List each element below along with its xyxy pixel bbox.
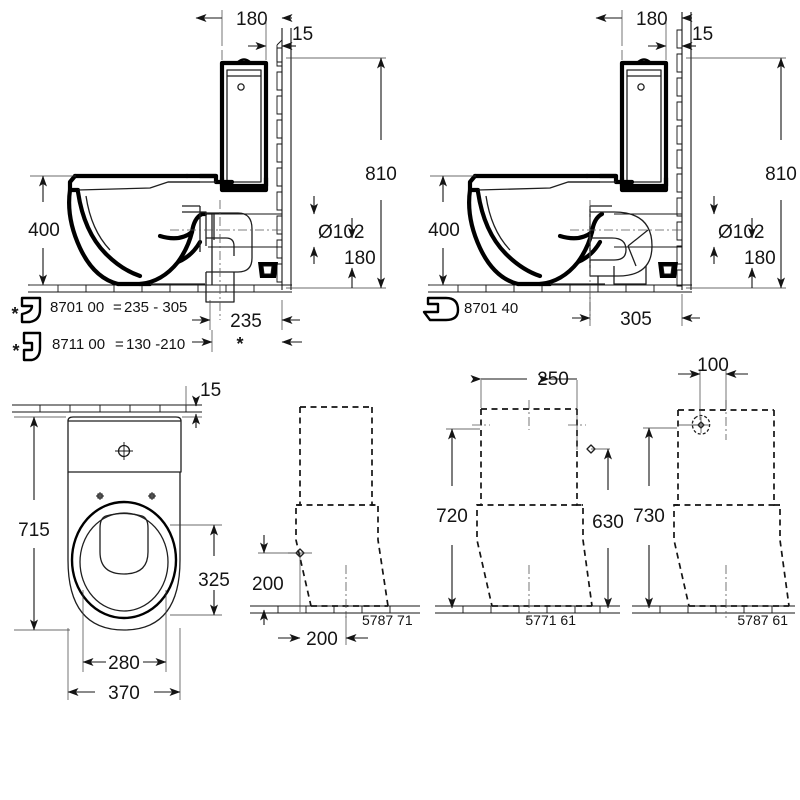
dim-bowl-opening-plan: 325: [170, 524, 230, 616]
dim-wall-gap-plan: 15: [182, 380, 221, 428]
dim-label-810-left: 810: [365, 164, 397, 185]
dim-outlet-height-right: 180: [744, 218, 776, 288]
note-code-1: 8701 00: [50, 299, 104, 316]
dim-label-250-ped2: 250: [537, 369, 569, 390]
dim-total-height-right: 810: [686, 57, 797, 289]
dim-label-400-right: 400: [428, 220, 460, 241]
note-8711-00: * 8711 00 = 130 -210: [12, 331, 185, 362]
note-range-1: 235 - 305: [124, 299, 187, 316]
cistern-fixing-hole: [115, 442, 133, 460]
note-star-1: *: [11, 304, 18, 324]
dim-connection-height-ped1: 200: [252, 535, 296, 625]
dim-total-height-left: 810: [286, 57, 397, 289]
dim-outlet-height-left: 180: [344, 218, 376, 288]
dim-label-280-plan: 280: [108, 653, 140, 674]
elbow-icon-floor: [422, 296, 460, 322]
wall-strip-plan: [12, 404, 202, 413]
cistern-plan: [67, 420, 182, 473]
note-equals-1: =: [113, 299, 122, 316]
note-code-2: 8711 00: [52, 336, 105, 353]
dim-label-325-plan: 325: [198, 570, 230, 591]
dim-width-ped3: 100: [678, 355, 748, 420]
dim-label-720-ped2: 720: [436, 506, 468, 527]
outlet-pipe-left: [170, 200, 282, 320]
dim-label-100-ped3: 100: [697, 355, 729, 376]
dim-label-15-left: 15: [292, 24, 313, 45]
dim-label-180-top-left: 180: [236, 9, 268, 30]
dim-label-715-plan: 715: [18, 520, 50, 541]
seat-fixing-hole-left: [96, 492, 104, 500]
dim-label-235-left: 235: [230, 311, 262, 332]
part-number-ped1: 5787 71: [362, 612, 413, 628]
dim-label-730-ped3: 730: [633, 506, 665, 527]
floor-symbol-left: [28, 284, 292, 293]
pan-plan: [67, 472, 181, 631]
dim-label-400-left: 400: [28, 220, 60, 241]
dim-label-200-h-ped1: 200: [306, 629, 338, 650]
view-elevation-left: 180 15 810 400 Ø102: [11, 9, 397, 362]
dim-label-370-plan: 370: [108, 683, 140, 704]
cistern-right: [619, 58, 669, 193]
dim-overall-width-plan: 370: [67, 628, 181, 704]
note-8701-40: 8701 40: [422, 296, 518, 322]
dim-bowl-width-plan: 280: [82, 590, 167, 674]
dim-label-180-lower-right: 180: [744, 248, 776, 269]
dim-label-dia102-left: Ø102: [318, 222, 364, 243]
view-pedestal-3: 100 730 5787 61: [632, 355, 795, 628]
dim-tank-depth-left: 180: [195, 9, 293, 60]
seat-fixing-hole-right: [148, 492, 156, 500]
dim-label-200-v-ped1: 200: [252, 574, 284, 595]
outlet-pipe-right: [570, 200, 682, 320]
dim-label-180-lower-left: 180: [344, 248, 376, 269]
pan-left: [67, 173, 235, 287]
pedestal-outline-3: [673, 410, 690, 607]
note-8701-00: * 8701 00 = 235 - 305: [11, 296, 187, 324]
elbow-icon-vertical: [20, 296, 42, 324]
dim-outlet-offset-right: 305: [572, 294, 700, 330]
connection-point-ped3: [678, 414, 711, 435]
note-star-2: *: [12, 341, 19, 361]
dim-wall-gap-right: 15: [648, 14, 713, 60]
dim-star-235: *: [236, 334, 243, 354]
view-plan: 15 715 325 280 370: [12, 380, 230, 704]
wall-symbol-right: [676, 12, 692, 290]
dim-height-ped3: 730: [633, 427, 677, 609]
dim-seat-height-right: 400: [428, 175, 476, 286]
dim-connection-offset-ped1: 200: [278, 612, 368, 650]
note-equals-2: =: [115, 336, 124, 353]
dim-connection-height-ped2: 630: [591, 448, 624, 609]
part-number-ped3: 5787 61: [737, 612, 788, 628]
pedestal-outline-1: [295, 407, 312, 607]
cistern-left: [219, 58, 269, 193]
note-range-2: 130 -210: [126, 336, 185, 353]
view-elevation-right: 180 15 810 400 Ø102: [422, 9, 797, 330]
dim-label-15-plan: 15: [200, 380, 221, 401]
dim-label-810-right: 810: [765, 164, 797, 185]
connection-point-ped1: [288, 548, 312, 612]
dim-total-length-plan: 715: [14, 416, 70, 631]
dim-label-630-ped2: 630: [592, 512, 624, 533]
floor-symbol-right: [428, 284, 692, 293]
dim-wall-gap-left: 15: [248, 14, 313, 60]
view-pedestal-1: 200 200 5787 71: [250, 406, 420, 650]
part-number-ped2: 5771 61: [525, 612, 576, 628]
pedestal-outline-2: [476, 409, 493, 607]
note-code-3: 8701 40: [464, 300, 518, 317]
dim-label-180-top-right: 180: [636, 9, 668, 30]
dim-height-ped2: 720: [436, 428, 480, 609]
elbow-icon-horizontal: [22, 331, 42, 362]
dim-label-dia102-right: Ø102: [718, 222, 764, 243]
dim-label-15-right: 15: [692, 24, 713, 45]
dim-tank-depth-right: 180: [595, 9, 693, 60]
dim-label-305-right: 305: [620, 309, 652, 330]
dim-seat-height-left: 400: [28, 175, 76, 286]
wall-symbol-left: [276, 28, 292, 290]
dim-outlet-offset-left: 235 *: [192, 300, 302, 354]
view-pedestal-2: 250 720 630 5771 61: [435, 369, 624, 628]
dim-width-ped2: 250: [470, 369, 578, 450]
